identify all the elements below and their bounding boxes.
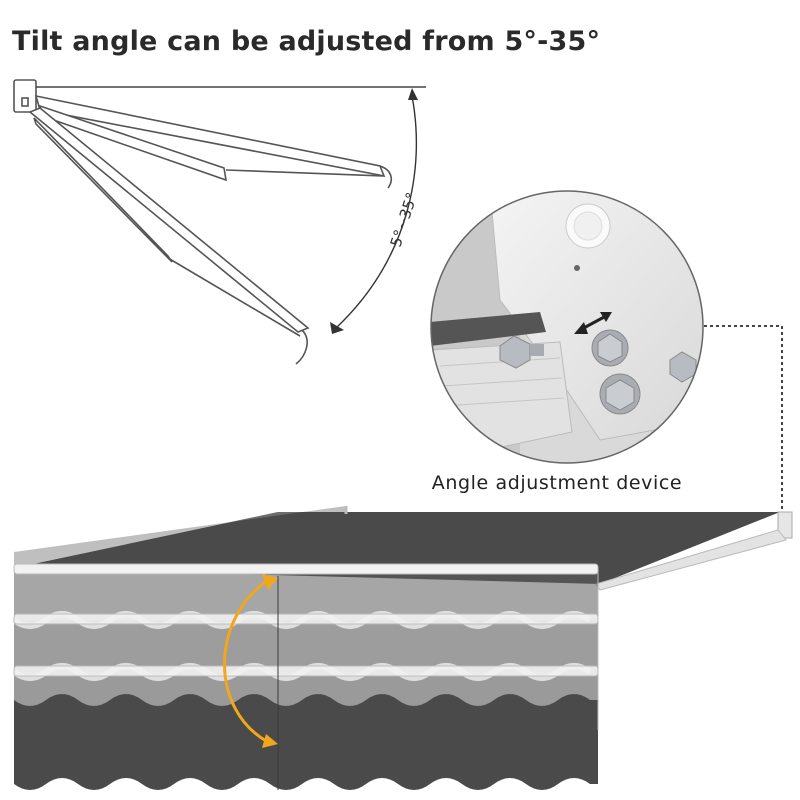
front-bar-top [13,563,599,575]
front-bar-bottom [13,665,599,677]
detail-inset [431,191,703,463]
arc-arrowhead-top [408,88,418,100]
angle-arc: 5°~35° [330,88,421,334]
angle-range-label: 5°~35° [387,190,421,249]
lower-arm [28,107,310,365]
awning-illustration [12,506,793,800]
detail-caption: Angle adjustment device [431,472,683,494]
arc-arrowhead-bottom [330,322,344,334]
inset-border [430,190,704,464]
double-arrow-icon [574,312,612,334]
leader-line [704,325,783,512]
front-bar-middle [13,613,599,625]
bolt-lower [599,373,641,415]
page-title: Tilt angle can be adjusted from 5°-35° [12,26,601,57]
tilt-arrow-icon [223,574,278,748]
bolt-center [591,329,629,367]
awning-side-arm [595,529,787,591]
bolt-left [499,335,544,369]
